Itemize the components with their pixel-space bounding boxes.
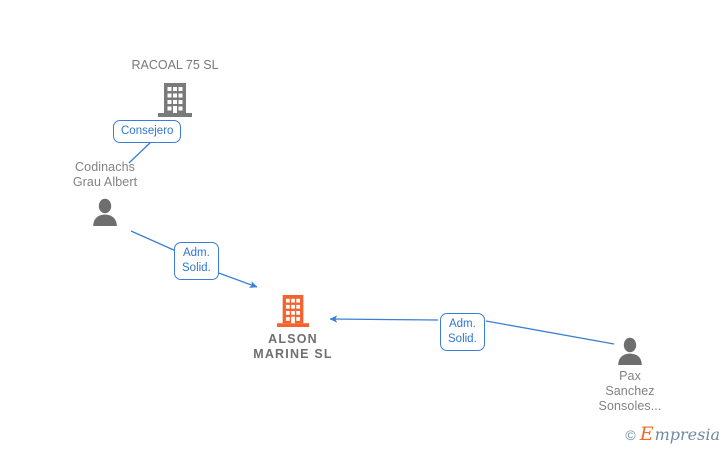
node-company-alson[interactable]: ALSON MARINE SL — [253, 294, 332, 361]
node-label-codinachs: Codinachs Grau Albert — [72, 160, 138, 189]
role-badge-adm-solid-right[interactable]: Adm. Solid. — [440, 313, 485, 351]
node-label-pax: Pax Sanchez Sonsoles... — [598, 369, 662, 413]
role-badge-consejero[interactable]: Consejero — [113, 120, 182, 143]
edge-adm-solid-left-line-in — [130, 230, 177, 252]
node-company-racoal[interactable]: RACOAL 75 SL — [131, 58, 219, 118]
brand-initial: E — [639, 423, 654, 445]
copyright-icon: © — [625, 426, 636, 443]
person-avatar-icon — [618, 337, 642, 365]
edge-adm-solid-right-line-in — [485, 320, 615, 345]
node-person-codinachs[interactable]: Codinachs Grau Albert — [73, 160, 137, 226]
empresia-watermark: © E mpresia — [625, 425, 720, 444]
company-building-icon — [277, 295, 309, 327]
company-building-icon — [158, 83, 192, 117]
edge-adm-solid-right-line-out — [329, 315, 439, 323]
brand-name: mpresia — [654, 424, 720, 444]
node-person-pax[interactable]: Pax Sanchez Sonsoles... — [599, 337, 661, 413]
person-avatar-icon — [93, 198, 117, 226]
role-badge-adm-solid-left[interactable]: Adm. Solid. — [174, 242, 219, 280]
node-label-alson: ALSON MARINE SL — [253, 332, 333, 361]
node-label-racoal: RACOAL 75 SL — [131, 58, 219, 72]
edge-adm-solid-left-line-out — [215, 271, 258, 288]
edge-consejero-line — [128, 140, 153, 164]
